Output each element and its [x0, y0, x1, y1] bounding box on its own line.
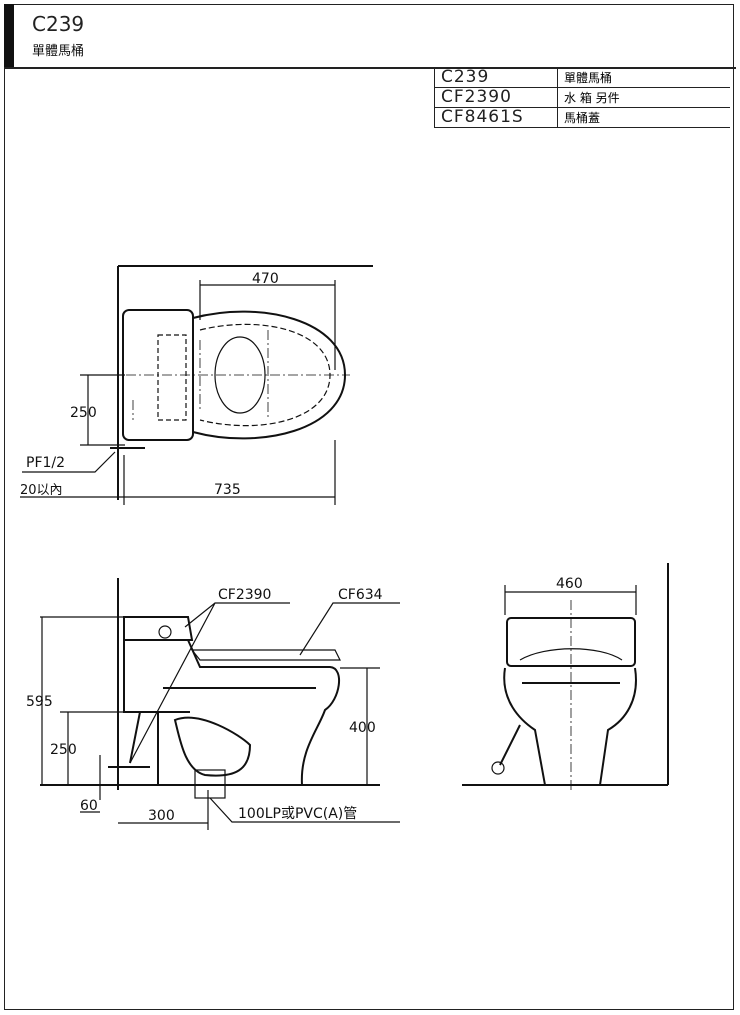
- dim-400: [340, 667, 380, 785]
- dim-label: 400: [349, 720, 376, 736]
- supply-hose: [108, 711, 150, 768]
- part-code: C239: [434, 68, 558, 88]
- part-description: 馬桶蓋: [557, 107, 730, 128]
- flush-handle: [158, 625, 172, 639]
- dim-735: [20, 440, 336, 505]
- dim-label: 250: [50, 742, 77, 758]
- front-view: 460: [462, 563, 669, 790]
- inlet-valve: [110, 444, 145, 452]
- side-view: 595 250 60 300 400 CF2390 CF634 100LP或PV…: [26, 578, 400, 830]
- wall-line: [117, 265, 373, 500]
- part-code: CF2390: [434, 87, 558, 108]
- wall-floor: [462, 563, 669, 786]
- tank-leader: [129, 602, 290, 764]
- part-label: CF2390: [218, 587, 271, 603]
- supply-hose: [499, 724, 521, 766]
- dim-label: 60: [80, 798, 98, 814]
- drawing-frame: [4, 4, 734, 1010]
- bowl-front: [503, 667, 637, 786]
- part-code: CF8461S: [434, 107, 558, 128]
- top-view: 470 250 PF1/2 20以內 735: [20, 265, 373, 505]
- dim-label: 735: [214, 482, 241, 498]
- bowl-profile: [157, 639, 341, 786]
- seat-curve: [519, 648, 623, 661]
- dim-label: 460: [556, 576, 583, 592]
- part-label: CF634: [338, 587, 383, 603]
- seat-lid: [190, 649, 341, 661]
- model-title: C239: [32, 12, 85, 36]
- dim-460: [504, 585, 637, 615]
- tank-inner: [157, 334, 187, 421]
- bowl-outline: [192, 310, 347, 440]
- dim-300: [118, 790, 209, 830]
- inlet-valve: [491, 761, 505, 775]
- height-dims: [40, 616, 124, 813]
- trapway: [173, 716, 252, 777]
- header-divider: [4, 67, 736, 69]
- dim-label: 250: [70, 405, 97, 421]
- centerlines: [90, 330, 350, 420]
- dim-label: 300: [148, 808, 175, 824]
- dim-label: PF1/2: [26, 455, 65, 471]
- part-label: 100LP或PVC(A)管: [238, 806, 357, 822]
- dim-470: [199, 280, 336, 370]
- seat-leader: [299, 602, 400, 656]
- dim-label: 595: [26, 694, 53, 710]
- model-name: 單體馬桶: [32, 44, 85, 59]
- dim-label: 20以內: [20, 483, 63, 498]
- header-bar: [4, 4, 14, 68]
- drain-leader: [209, 797, 400, 823]
- dim-label: 470: [252, 271, 279, 287]
- inlet-leader: [22, 451, 116, 473]
